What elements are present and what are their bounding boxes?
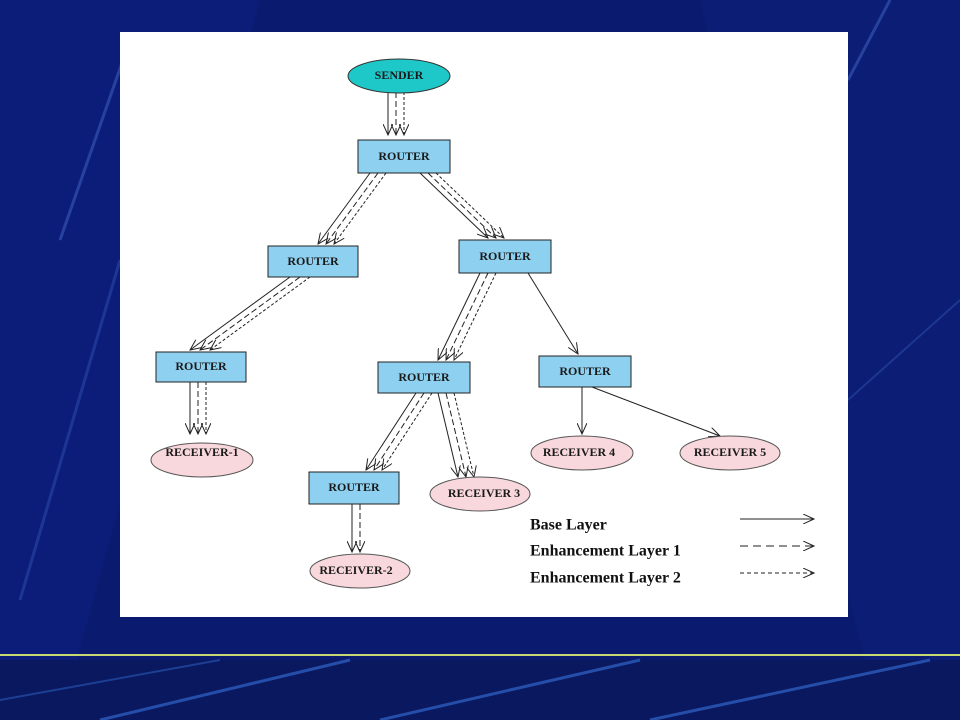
receiver-2: RECEIVER-2 — [309, 553, 411, 589]
edge-top-left-enh2 — [334, 172, 387, 244]
edge-right-mid-enh2 — [454, 272, 497, 360]
router-middle-label: ROUTER — [398, 370, 450, 384]
router-left-label: ROUTER — [287, 254, 339, 268]
router-lower-left-label: ROUTER — [175, 359, 227, 373]
receiver-5-label: RECEIVER 5 — [694, 445, 766, 459]
legend-enh2-label: Enhancement Layer 2 — [530, 570, 681, 587]
edge-left-ll-enh1 — [200, 276, 301, 350]
receiver-4-label: RECEIVER 4 — [543, 445, 615, 459]
edge-right-rr-base — [527, 272, 578, 354]
multicast-layer-diagram: SENDER ROUTER ROUTER ROUTER ROUTER ROUTE… — [150, 58, 848, 589]
receiver-4: RECEIVER 4 — [530, 435, 634, 471]
router-top: ROUTER — [357, 139, 451, 174]
edge-mid-r3-enh1 — [445, 392, 466, 477]
router-bottom: ROUTER — [308, 471, 400, 505]
edge-top-left-enh1 — [326, 172, 379, 244]
receiver-5: RECEIVER 5 — [679, 435, 781, 471]
edge-mid-r3-base — [437, 392, 458, 477]
router-lower-right-label: ROUTER — [559, 364, 611, 378]
router-lower-right: ROUTER — [538, 355, 632, 388]
edge-left-ll-base — [190, 276, 291, 350]
receiver-3-label: RECEIVER 3 — [448, 486, 520, 500]
edge-mid-bottom-enh1 — [374, 392, 425, 470]
legend-base-label: Base Layer — [530, 517, 607, 534]
router-bottom-label: ROUTER — [328, 480, 380, 494]
edge-top-right-base — [419, 172, 488, 238]
edge-right-mid-base — [438, 272, 481, 360]
edge-top-right-enh1 — [427, 172, 496, 238]
edge-left-ll-enh2 — [210, 276, 311, 350]
sender-label: SENDER — [375, 68, 424, 82]
edge-mid-bottom-base — [366, 392, 417, 470]
router-left: ROUTER — [267, 245, 359, 278]
edges — [190, 92, 720, 552]
router-top-label: ROUTER — [378, 149, 430, 163]
receiver-1-label: RECEIVER-1 — [165, 445, 238, 459]
edge-mid-r3-enh2 — [453, 392, 474, 477]
edge-rr-r5-base — [591, 386, 720, 436]
router-right-label: ROUTER — [479, 249, 531, 263]
receiver-2-label: RECEIVER-2 — [319, 563, 392, 577]
edge-top-right-enh2 — [435, 172, 504, 238]
router-middle: ROUTER — [377, 361, 471, 394]
router-right: ROUTER — [458, 239, 552, 274]
sender-node: SENDER — [347, 58, 451, 94]
diagram-panel: SENDER ROUTER ROUTER ROUTER ROUTER ROUTE… — [120, 32, 848, 617]
edge-top-left-base — [318, 172, 371, 244]
router-lower-left: ROUTER — [155, 351, 247, 383]
receiver-3: RECEIVER 3 — [429, 476, 531, 512]
receiver-1: RECEIVER-1 — [150, 442, 254, 478]
edge-mid-bottom-enh2 — [382, 392, 433, 470]
legend-enh1-label: Enhancement Layer 1 — [530, 543, 681, 560]
legend: Base Layer Enhancement Layer 1 Enhanceme… — [530, 517, 814, 587]
edge-right-mid-enh1 — [446, 272, 489, 360]
